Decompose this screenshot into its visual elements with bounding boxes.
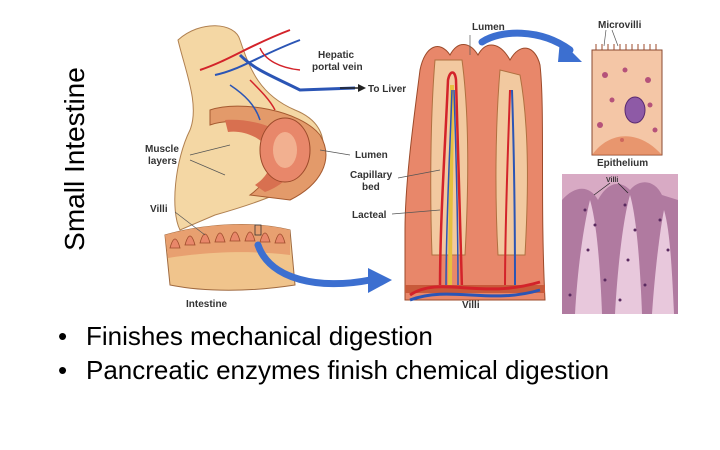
label-hepatic-portal-vein-1: Hepatic [318, 50, 355, 61]
label-lumen-left: Lumen [355, 150, 388, 161]
label-capillary-bed-1: Capillary [350, 170, 393, 181]
bullet-item: Pancreatic enzymes finish chemical diges… [58, 354, 618, 386]
label-villi-left: Villi [150, 204, 168, 215]
bullet-list: Finishes mechanical digestion Pancreatic… [58, 320, 618, 388]
label-microvilli: Microvilli [598, 20, 642, 31]
label-capillary-bed-2: bed [362, 182, 380, 193]
label-muscle-layers-2: layers [148, 156, 177, 167]
bullet-item: Finishes mechanical digestion [58, 320, 618, 352]
label-lumen-top: Lumen [472, 22, 505, 33]
label-epithelium: Epithelium [597, 158, 648, 169]
villi-micrograph [562, 174, 678, 314]
label-villi-micrograph: Villi [606, 177, 618, 184]
label-intestine: Intestine [186, 299, 228, 310]
epithelium-illustration [592, 30, 662, 155]
villus-illustration [392, 33, 582, 300]
label-to-liver: To Liver [368, 84, 406, 95]
label-hepatic-portal-vein-2: portal vein [312, 62, 363, 73]
label-muscle-layers-1: Muscle [145, 144, 179, 155]
label-villi-bottom: Villi [462, 300, 480, 311]
label-lacteal: Lacteal [352, 210, 387, 221]
